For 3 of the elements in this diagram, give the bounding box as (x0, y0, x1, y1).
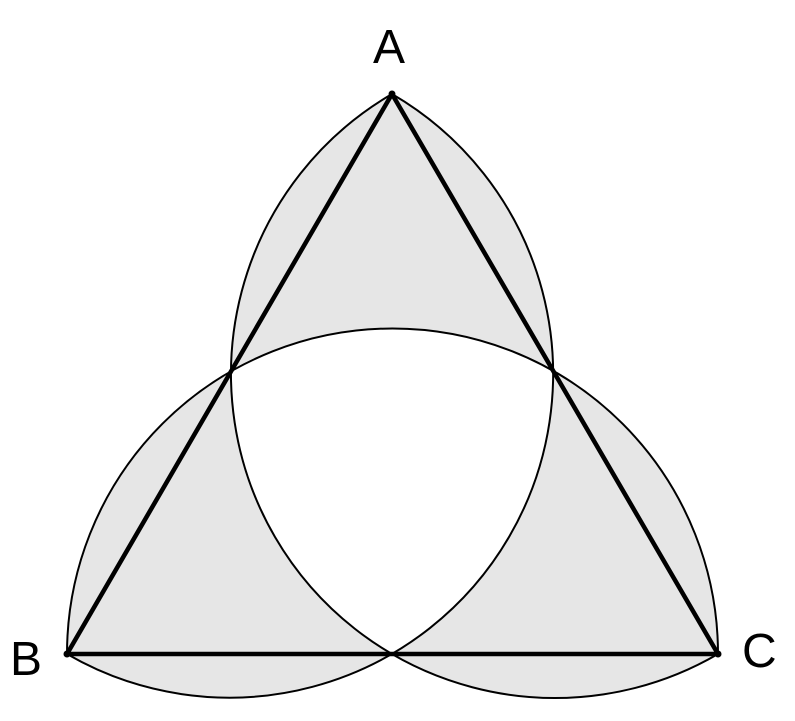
point-label: B (10, 636, 42, 684)
point-label: C (742, 628, 777, 676)
point-label: A (373, 24, 406, 72)
